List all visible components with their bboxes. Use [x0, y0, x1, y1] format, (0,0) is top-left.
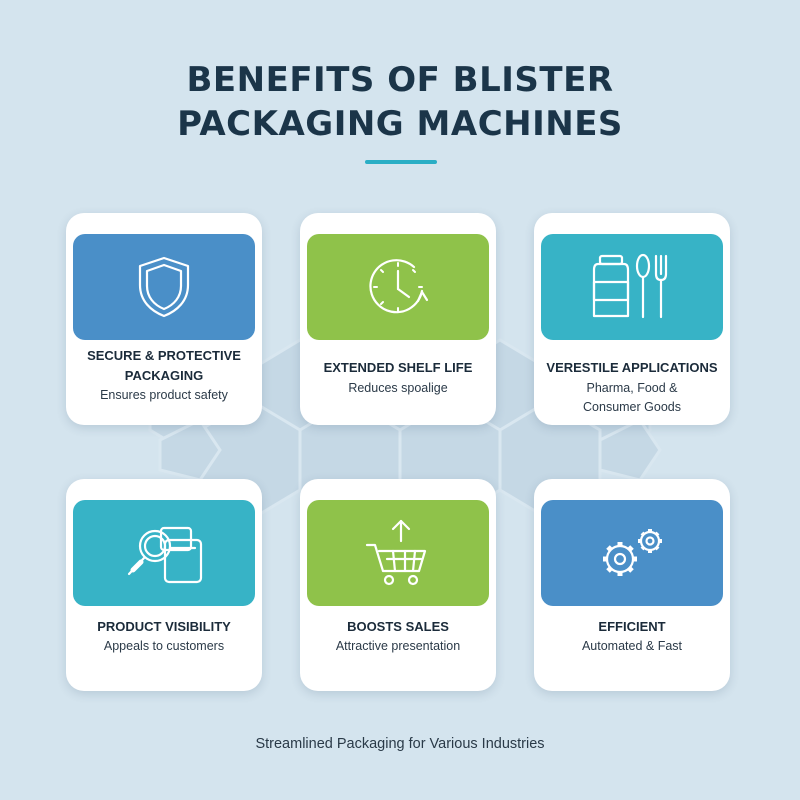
card-subtitle: Pharma, Food & Consumer Goods [538, 379, 726, 417]
magnifier-icon [127, 526, 203, 584]
card-title-line-1: SECURE & PROTECTIVE [87, 348, 241, 363]
card-title: PRODUCT VISIBILITY [70, 617, 258, 637]
card-title-line-1: VERESTILE APPLICATIONS [546, 360, 718, 375]
icon-panel [73, 234, 255, 340]
shopping-cart-icon [365, 519, 427, 586]
title-accent-bar [365, 160, 437, 164]
icon-panel [541, 234, 723, 340]
card-title: EXTENDED SHELF LIFE [304, 358, 492, 378]
card-title: EFFICIENT [538, 617, 726, 637]
benefit-card-boosts-sales: BOOSTS SALES Attractive presentation [300, 479, 496, 691]
icon-panel [307, 234, 489, 340]
card-subtitle: Automated & Fast [538, 637, 726, 656]
jar-utensils-icon [592, 253, 668, 319]
icon-panel [73, 500, 255, 606]
card-subtitle-line-1: Automated & Fast [581, 639, 683, 653]
card-title: BOOSTS SALES [304, 617, 492, 637]
title-line-1: BENEFITS OF BLISTER [186, 60, 614, 100]
card-title: VERESTILE APPLICATIONS [538, 358, 726, 378]
card-subtitle: Attractive presentation [304, 637, 492, 656]
card-subtitle-line-1: Appeals to customers [103, 639, 225, 653]
card-title: SECURE & PROTECTIVE PACKAGING [70, 346, 258, 386]
card-subtitle-line-2: Consumer Goods [583, 400, 681, 414]
card-subtitle: Reduces spoalige [304, 379, 492, 398]
icon-panel [541, 500, 723, 606]
card-title-line-1: PRODUCT VISIBILITY [97, 619, 231, 634]
card-subtitle-line-1: Attractive presentation [335, 639, 461, 653]
card-subtitle: Appeals to customers [70, 637, 258, 656]
benefit-card-versatile-applications: VERESTILE APPLICATIONS Pharma, Food & Co… [534, 213, 730, 425]
shield-icon [138, 256, 190, 318]
card-subtitle: Ensures product safety [70, 386, 258, 405]
benefit-card-efficient: EFFICIENT Automated & Fast [534, 479, 730, 691]
benefit-card-product-visibility: PRODUCT VISIBILITY Appeals to customers [66, 479, 262, 691]
card-title-line-1: BOOSTS SALES [347, 619, 449, 634]
title-line-2: PACKAGING MACHINES [177, 104, 623, 144]
gears-icon [603, 529, 662, 576]
card-subtitle-line-1: Pharma, Food & [586, 381, 678, 395]
footer-tagline: Streamlined Packaging for Various Indust… [255, 736, 545, 752]
card-title-line-1: EXTENDED SHELF LIFE [323, 360, 473, 375]
clock-icon [369, 259, 429, 314]
benefit-card-secure-packaging: SECURE & PROTECTIVE PACKAGING Ensures pr… [66, 213, 262, 425]
card-subtitle-line-1: Reduces spoalige [348, 381, 448, 395]
card-title-line-1: EFFICIENT [598, 619, 666, 634]
card-subtitle-line-1: Ensures product safety [100, 388, 228, 402]
page-title: BENEFITS OF BLISTER PACKAGING MACHINES [0, 58, 800, 146]
card-title-line-2: PACKAGING [124, 368, 204, 383]
benefit-card-shelf-life: EXTENDED SHELF LIFE Reduces spoalige [300, 213, 496, 425]
icon-panel [307, 500, 489, 606]
